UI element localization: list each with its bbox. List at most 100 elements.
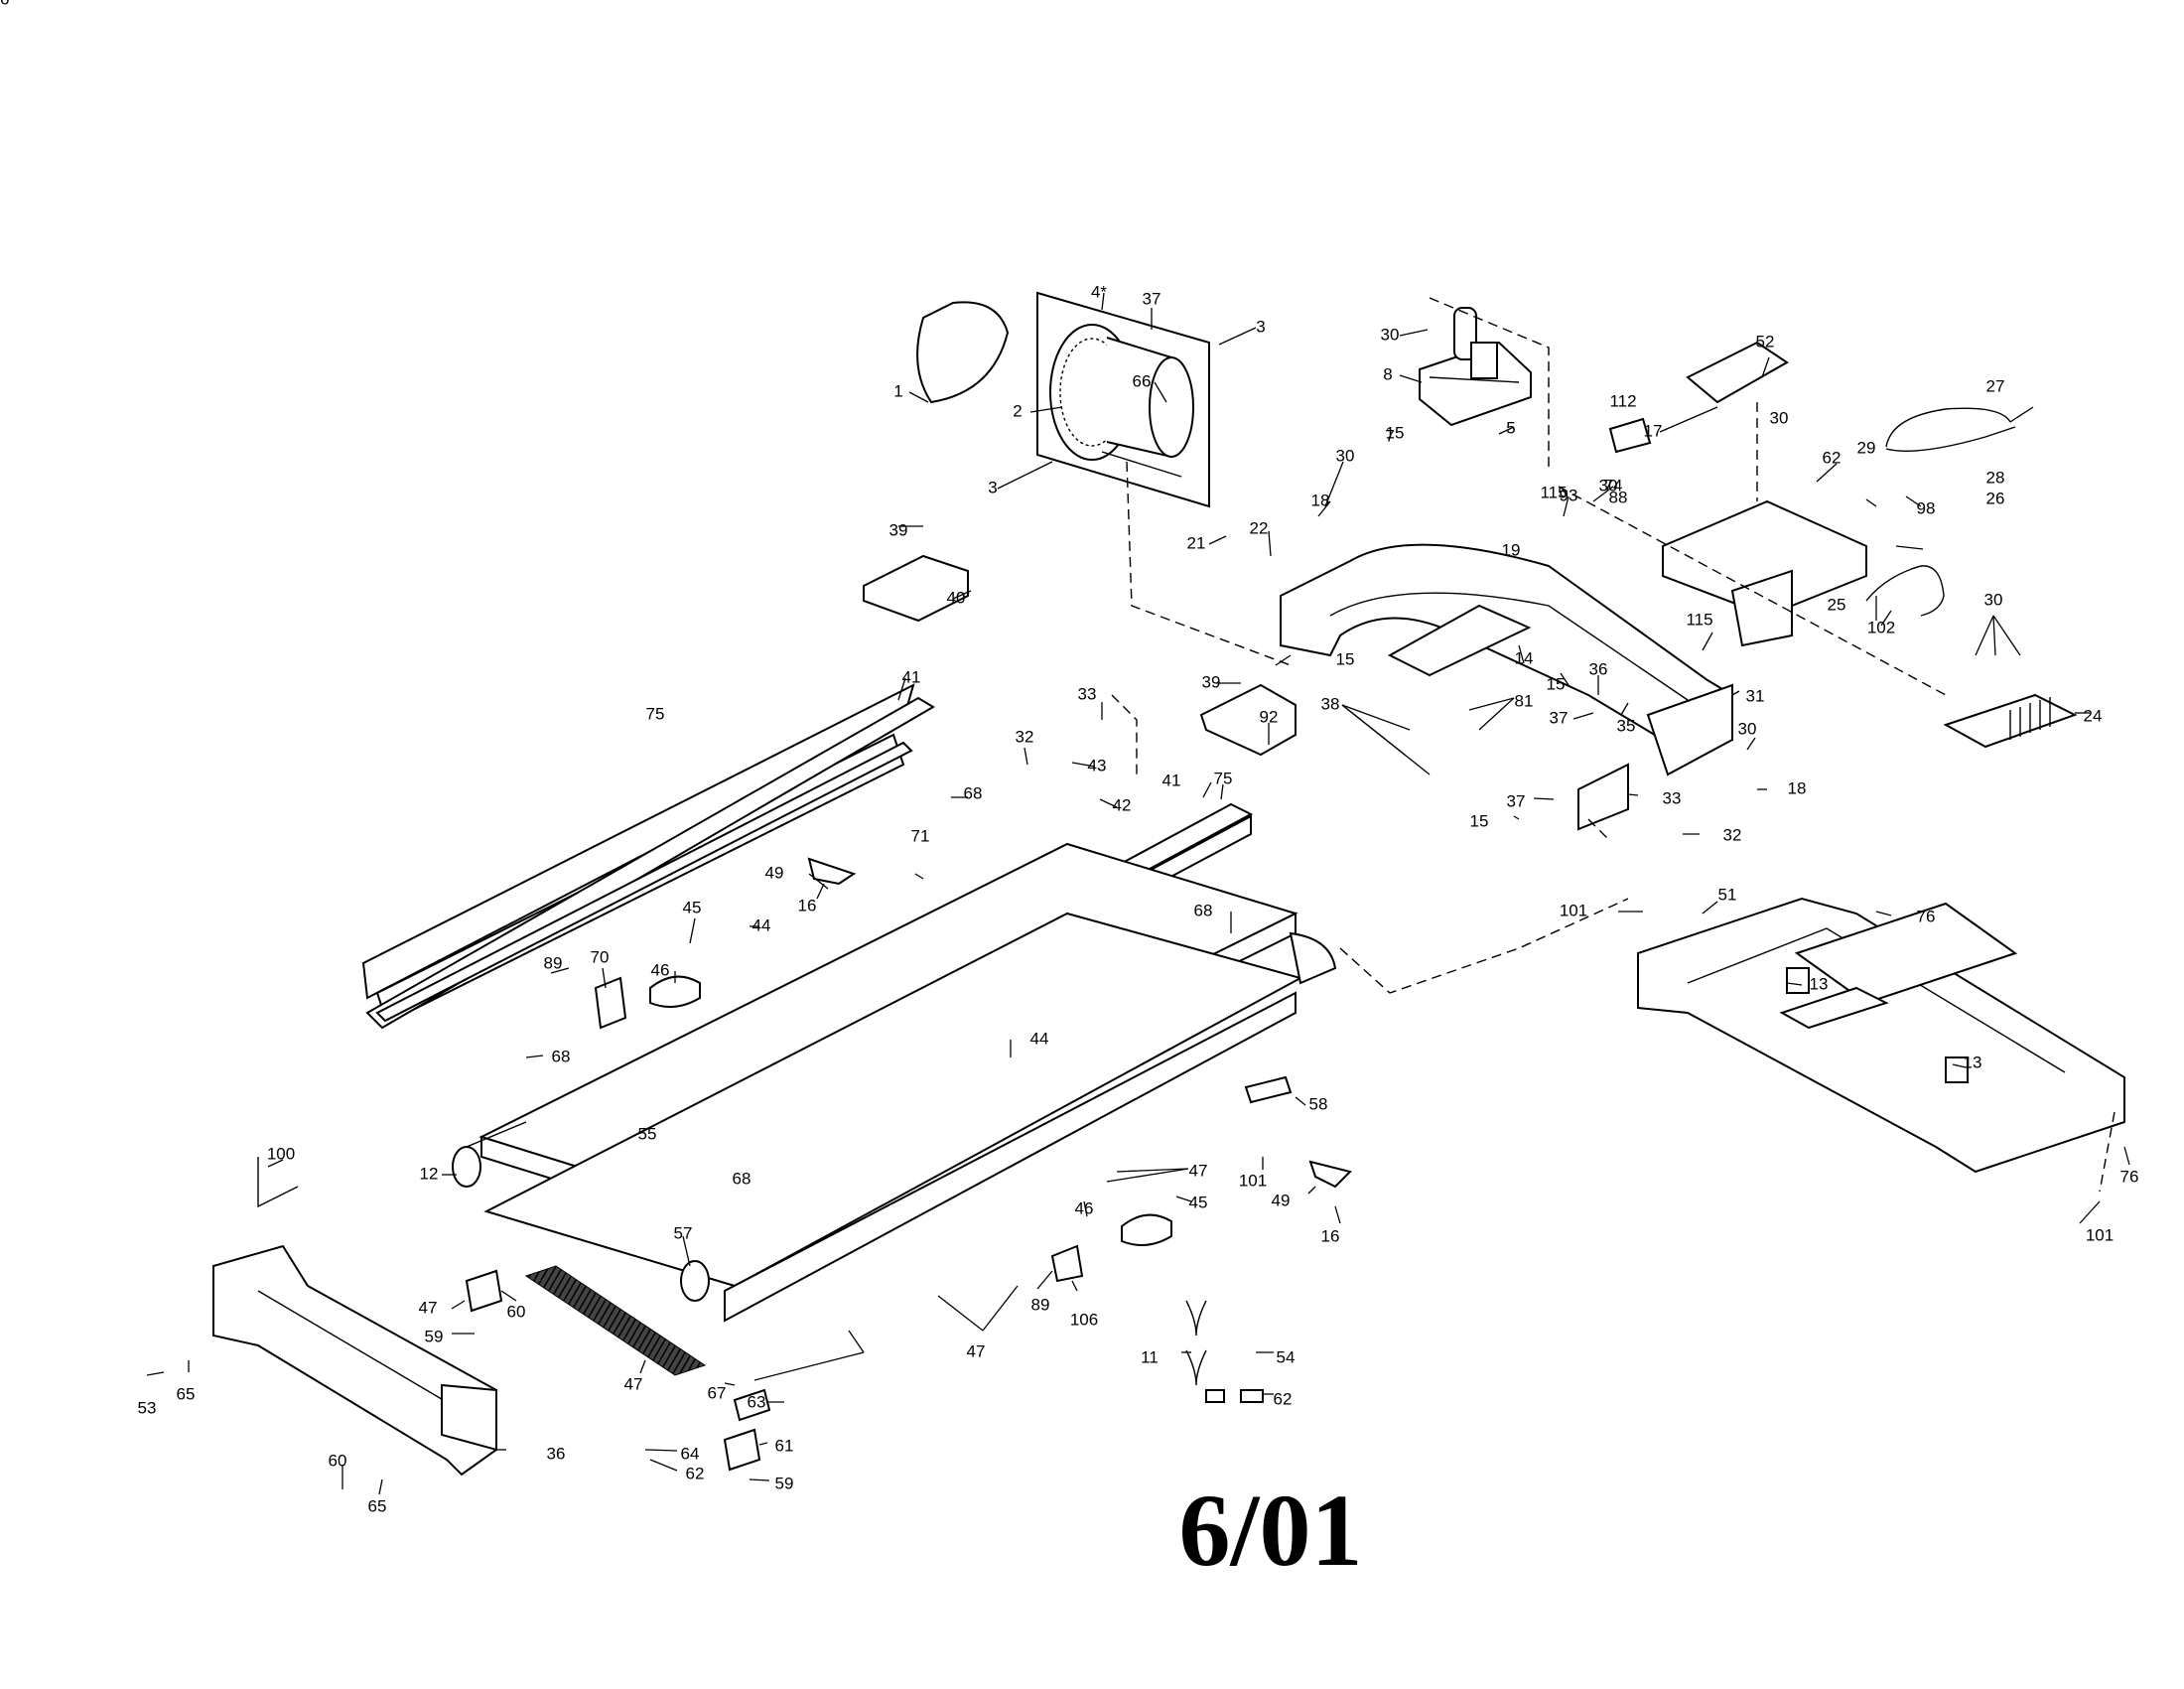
callout-label: 39	[889, 520, 908, 539]
callout-label: 37	[1507, 791, 1526, 810]
callout-label: 3	[988, 478, 997, 496]
callout-label: 81	[1515, 691, 1534, 710]
callout-label: 57	[674, 1223, 693, 1242]
callout-label: 36	[547, 1444, 566, 1463]
callout-label: 18	[1788, 778, 1807, 797]
motor-controller	[1419, 307, 1532, 427]
callout-label: 47	[1189, 1161, 1208, 1180]
callout-label: 62	[1823, 448, 1842, 467]
callout-label: 28	[1986, 468, 2005, 487]
safety-key-clips	[1185, 1300, 1264, 1403]
callout-label: 42	[1113, 795, 1132, 814]
tool-key	[257, 1157, 299, 1208]
callout-label: 75	[1214, 769, 1233, 787]
callout-label: 101	[1239, 1171, 1267, 1190]
callout-label: 88	[1609, 488, 1628, 506]
rear-roller	[680, 931, 1337, 1302]
callout-label: 58	[1309, 1094, 1328, 1113]
callout-label: 30	[1984, 590, 2003, 609]
callout-label: 115	[1686, 610, 1712, 629]
callout-label: 106	[1070, 1310, 1098, 1329]
callout-label: 65	[177, 1384, 196, 1403]
callout-label: 14	[1515, 648, 1534, 667]
callout-label: 67	[708, 1383, 727, 1402]
power-cord	[1885, 407, 2016, 452]
callout-label: 62	[686, 1464, 705, 1482]
deck-frame-rails	[724, 991, 1297, 1323]
callout-label: 30	[1336, 446, 1355, 465]
callout-label: 40	[947, 588, 966, 607]
callout-label: 51	[1718, 885, 1737, 904]
callout-label: 12	[420, 1164, 439, 1183]
callout-label: 36	[0, 0, 9, 8]
callout-label: 53	[138, 1398, 157, 1417]
callout-label: 75	[646, 704, 665, 723]
callout-label: 30	[1599, 476, 1618, 494]
callout-label: 11	[1141, 1347, 1159, 1366]
callout-label: 59	[425, 1327, 444, 1345]
upper-circuit-board	[1686, 341, 1789, 404]
left-rail-cap	[375, 741, 913, 1023]
callout-label: 49	[765, 863, 784, 882]
callout-label: 101	[2086, 1225, 2114, 1244]
callout-label: 45	[1189, 1193, 1208, 1211]
callout-label: 44	[752, 915, 771, 934]
callout-label: 115	[1540, 483, 1567, 501]
right-rear-cover	[1199, 683, 1297, 757]
callout-label: 52	[1756, 332, 1775, 351]
date-stamp: 6/01	[1178, 1474, 1363, 1588]
callout-label: 89	[544, 953, 563, 972]
callout-label: 62	[1274, 1389, 1293, 1408]
callout-label: 27	[1986, 376, 2005, 395]
callout-label: 47	[624, 1374, 643, 1393]
front-roller	[452, 1121, 527, 1188]
callout-label: 101	[1560, 901, 1587, 919]
side-trim-pieces	[594, 857, 1352, 1283]
callout-label: 68	[964, 783, 983, 802]
drive-belt	[916, 301, 1010, 404]
callout-label: 39	[1202, 672, 1221, 691]
callout-label: 25	[1828, 595, 1846, 614]
callout-label: 112	[1609, 391, 1636, 410]
callout-label: 17	[1644, 421, 1663, 440]
callout-label: 44	[1030, 1029, 1049, 1048]
callout-label: 33	[1078, 684, 1097, 703]
drive-motor	[1049, 324, 1194, 478]
callout-label: 76	[2120, 1167, 2139, 1186]
callout-label: 32	[1016, 727, 1034, 746]
leader-lines	[146, 292, 2130, 1495]
callout-label: 49	[1272, 1191, 1291, 1209]
callout-label: 60	[507, 1302, 526, 1321]
left-rear-cover	[863, 554, 969, 623]
electronics-bracket	[1662, 499, 1867, 647]
callout-label: 16	[798, 896, 817, 915]
callout-label: 65	[368, 1496, 387, 1515]
callout-label: 8	[1383, 364, 1392, 383]
callout-label: 31	[1746, 686, 1765, 705]
callout-label: 68	[1194, 901, 1213, 919]
callout-label: 30	[1770, 408, 1789, 427]
callout-label: 24	[2084, 706, 2103, 725]
label-decal	[1608, 417, 1652, 454]
callout-label: 66	[1133, 371, 1152, 390]
callout-label: 22	[1250, 518, 1269, 537]
callout-label: 89	[1031, 1295, 1050, 1314]
callout-label: 36	[1589, 659, 1608, 678]
callout-label: 55	[638, 1124, 657, 1143]
callout-label: 13	[1810, 974, 1829, 993]
callout-label: 19	[1502, 540, 1521, 559]
callout-label: 47	[419, 1298, 438, 1317]
callout-label: 61	[775, 1436, 794, 1455]
callout-label: 68	[552, 1047, 571, 1065]
callout-label: 76	[1917, 907, 1936, 925]
callout-label: 46	[651, 960, 670, 979]
callout-label: 93	[1560, 486, 1578, 504]
wire-harness	[1865, 565, 1945, 617]
motor-hood	[212, 1244, 497, 1477]
callout-label: 32	[1723, 825, 1742, 844]
callout-label: 30	[1738, 719, 1757, 738]
callout-label: 30	[1381, 325, 1400, 344]
callout-label: 38	[1321, 694, 1340, 713]
assembly-guides	[1111, 297, 2116, 1193]
